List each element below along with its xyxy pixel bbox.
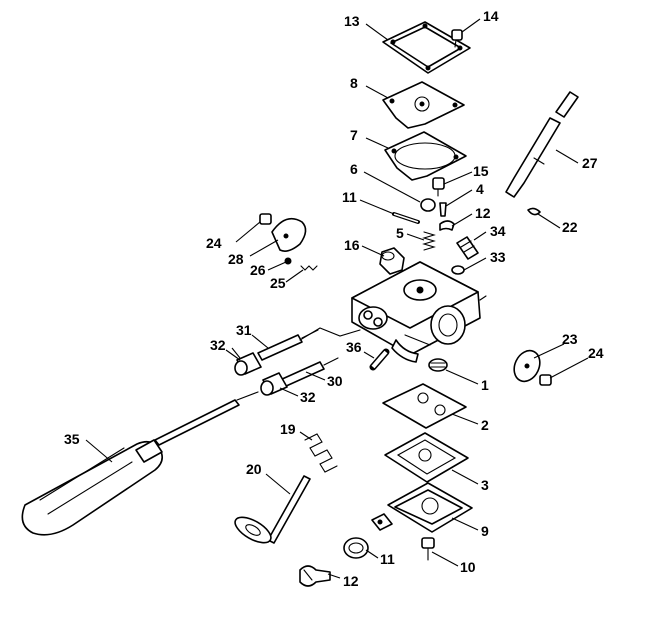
carburetor-body — [351, 261, 487, 363]
callout-35: 36 — [346, 339, 362, 355]
callout-3: 3 — [481, 477, 489, 493]
leader-lines — [85, 18, 589, 579]
part-33-ring — [451, 265, 465, 275]
callout-15: 15 — [473, 163, 489, 179]
part-3-diaphragm — [384, 432, 469, 483]
part-35-pin — [369, 348, 390, 371]
part-6-lever — [420, 198, 436, 212]
callout-32-lower: 32 — [300, 389, 316, 405]
callout-10: 10 — [460, 559, 476, 575]
callout-9: 9 — [481, 523, 489, 539]
part-19-screw — [451, 29, 463, 48]
part-5-spring — [422, 231, 436, 251]
callout-33: 33 — [490, 249, 506, 265]
callout-11: 11 — [380, 551, 395, 567]
part-12-screw — [299, 565, 331, 587]
callout-5: 5 — [396, 225, 404, 241]
callout-7: 7 — [350, 127, 358, 143]
callout-24-right: 24 — [588, 345, 604, 361]
part-32-cap-upper — [234, 352, 262, 376]
part-9-cover — [371, 482, 473, 533]
part-23-disc — [513, 349, 541, 383]
callout-27: 27 — [582, 155, 598, 171]
screw-axis-lines — [299, 327, 361, 341]
part-16-cap — [379, 247, 405, 275]
callout-36: 35 — [64, 431, 80, 447]
part-36-screwdriver — [21, 391, 259, 536]
callout-14: 11 — [342, 189, 357, 205]
callout-34: 34 — [490, 223, 506, 239]
part-26-ball — [284, 257, 292, 265]
part-25-spring — [300, 265, 318, 271]
callout-22: 22 — [562, 219, 578, 235]
callout-25: 25 — [270, 275, 286, 291]
callout-labels: 13 14 8 7 6 15 4 11 12 5 16 34 33 27 22 … — [64, 8, 604, 589]
part-32-cap-lower — [260, 372, 288, 396]
part-2-gasket — [382, 383, 467, 429]
part-7-gasket — [384, 131, 467, 181]
part-8-diaphragm — [382, 81, 465, 129]
part-15-screw — [432, 177, 445, 197]
part-22-clip — [527, 207, 541, 216]
part-13-lever — [439, 220, 455, 231]
part-27-shaft — [505, 91, 579, 198]
part-10-screw — [421, 537, 435, 561]
callout-6: 6 — [350, 161, 358, 177]
callout-24-left: 24 — [206, 235, 222, 251]
part-24-screw-right — [539, 374, 552, 386]
callout-12: 12 — [343, 573, 359, 589]
part-28-plate — [271, 217, 307, 252]
callout-30: 30 — [327, 373, 343, 389]
callout-23: 23 — [562, 331, 578, 347]
part-1-screen — [428, 358, 448, 372]
callout-28: 28 — [228, 251, 244, 267]
callout-13: 12 — [475, 205, 491, 221]
part-4-needle — [439, 202, 447, 217]
part-34-valve — [456, 236, 479, 260]
part-11-spring — [343, 537, 369, 559]
part-20-spring — [304, 433, 338, 473]
callout-20: 19 — [280, 421, 296, 437]
callout-19: 14 — [483, 8, 499, 24]
callout-18: 13 — [344, 13, 360, 29]
part-24-screw-left — [259, 213, 272, 225]
part-18-cover — [382, 21, 471, 74]
part-14-pin — [392, 212, 420, 224]
callout-8: 8 — [350, 75, 358, 91]
callout-1: 1 — [481, 377, 489, 393]
part-21-lever — [234, 475, 311, 544]
callout-32-upper: 32 — [210, 337, 226, 353]
callout-21: 20 — [246, 461, 262, 477]
callout-16: 16 — [344, 237, 360, 253]
callout-4: 4 — [476, 181, 484, 197]
callout-2: 2 — [481, 417, 489, 433]
callout-26: 26 — [250, 262, 266, 278]
callout-31: 31 — [236, 322, 252, 338]
